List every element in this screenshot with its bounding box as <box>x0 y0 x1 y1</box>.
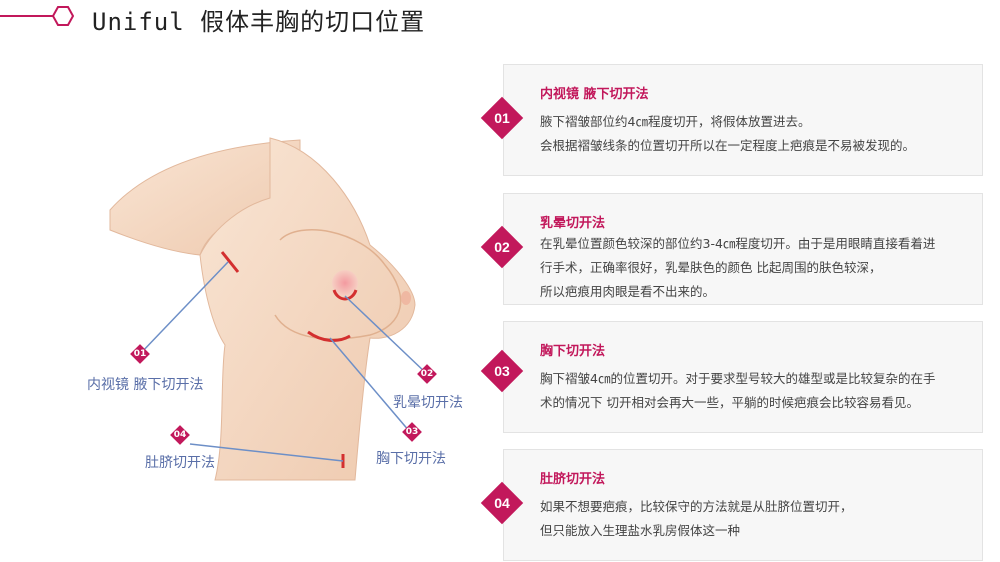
figure-badge-2: 02 <box>417 364 437 384</box>
description-line: 腋下褶皱部位约4㎝程度切开，将假体放置进去。 <box>540 114 811 129</box>
method-title: 乳晕切开法 <box>540 216 606 231</box>
method-title: 胸下切开法 <box>540 344 606 359</box>
description-line: 在乳晕位置颜色较深的部位约3-4㎝程度切开。由于是用眼睛直接看着进 <box>540 236 936 251</box>
method-title: 肚脐切开法 <box>540 472 606 487</box>
description-line: 所以疤痕用肉眼是看不出来的。 <box>540 284 716 299</box>
method-description: 腋下褶皱部位约4㎝程度切开，将假体放置进去。 会根据褶皱线条的位置切开所以在一定… <box>540 110 980 158</box>
page-header: Uniful 假体丰胸的切口位置 <box>0 0 520 36</box>
method-title: 内视镜 腋下切开法 <box>540 87 649 102</box>
figure-badge-3: 03 <box>402 422 422 442</box>
description-line: 胸下褶皱4㎝的位置切开。对于要求型号较大的雄型或是比较复杂的在手 <box>540 371 936 386</box>
figure-label-umbilical: 肚脐切开法 <box>145 455 215 471</box>
description-line: 行手术，正确率很好，乳晕肤色的颜色 比起周围的肤色较深， <box>540 260 882 275</box>
method-description: 胸下褶皱4㎝的位置切开。对于要求型号较大的雄型或是比较复杂的在手 术的情况下 切… <box>540 367 980 415</box>
diamond-badge-icon: 02 <box>480 225 524 269</box>
header-line <box>0 15 56 17</box>
figure-label-inframammary: 胸下切开法 <box>376 451 446 467</box>
figure-badge-1: 01 <box>130 344 150 364</box>
diamond-badge-icon: 04 <box>480 481 524 525</box>
method-card-areola: 乳晕切开法 在乳晕位置颜色较深的部位约3-4㎝程度切开。由于是用眼睛直接看着进 … <box>503 193 983 305</box>
torso-illustration <box>109 137 428 481</box>
method-card-umbilical: 肚脐切开法 如果不想要疤痕，比较保守的方法就是从肚脐位置切开， 但只能放入生理盐… <box>503 449 983 561</box>
description-line: 但只能放入生理盐水乳房假体这一种 <box>540 523 741 538</box>
figure-badge-4: 04 <box>170 425 190 445</box>
method-card-inframammary: 胸下切开法 胸下褶皱4㎝的位置切开。对于要求型号较大的雄型或是比较复杂的在手 术… <box>503 321 983 433</box>
description-line: 会根据褶皱线条的位置切开所以在一定程度上疤痕是不易被发现的。 <box>540 138 916 153</box>
diamond-badge-icon: 03 <box>480 349 524 393</box>
diamond-badge-icon: 01 <box>480 96 524 140</box>
figure-label-areola: 乳晕切开法 <box>393 395 463 411</box>
hexagon-icon <box>52 6 74 26</box>
method-card-axillary: 内视镜 腋下切开法 腋下褶皱部位约4㎝程度切开，将假体放置进去。 会根据褶皱线条… <box>503 64 983 176</box>
page-title: Uniful 假体丰胸的切口位置 <box>92 8 426 36</box>
method-description: 在乳晕位置颜色较深的部位约3-4㎝程度切开。由于是用眼睛直接看着进 行手术，正确… <box>540 232 980 304</box>
anatomy-figure: 01 内视镜 腋下切开法 02 乳晕切开法 03 胸下切开法 04 肚脐切开法 <box>0 40 500 540</box>
description-line: 术的情况下 切开相对会再大一些，平躺的时候疤痕会比较容易看见。 <box>540 395 919 410</box>
method-description: 如果不想要疤痕，比较保守的方法就是从肚脐位置切开， 但只能放入生理盐水乳房假体这… <box>540 495 980 543</box>
description-line: 如果不想要疤痕，比较保守的方法就是从肚脐位置切开， <box>540 499 853 514</box>
figure-label-axillary: 内视镜 腋下切开法 <box>87 377 204 393</box>
